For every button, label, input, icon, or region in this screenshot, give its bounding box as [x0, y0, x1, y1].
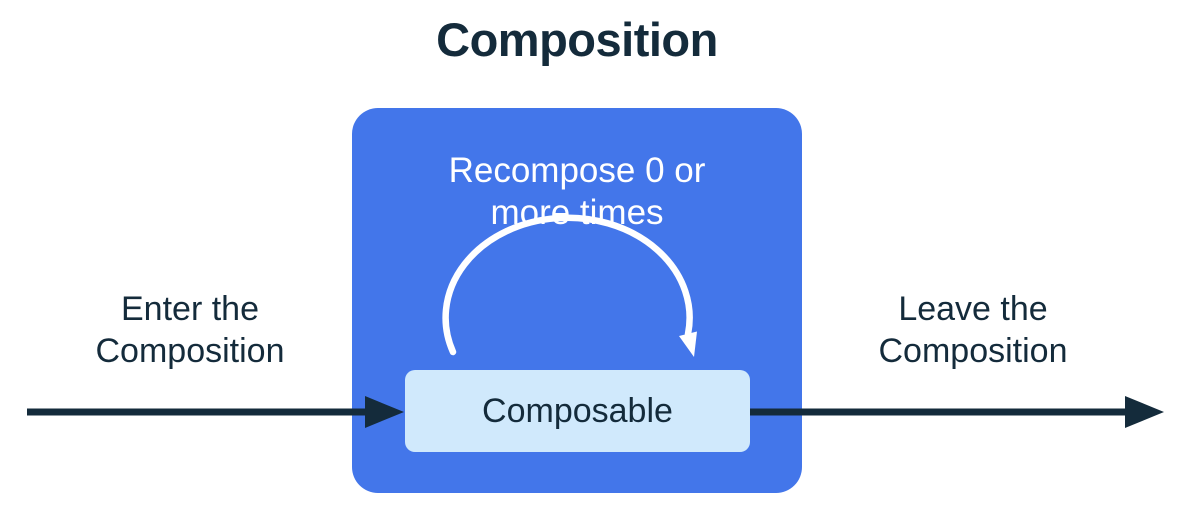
- leave-arrow-arrowhead-icon: [1125, 396, 1164, 428]
- leave-composition-label: Leave the Composition: [823, 288, 1123, 372]
- composition-box: Recompose 0 or more times Composable: [352, 108, 802, 493]
- enter-label-line2: Composition: [95, 332, 285, 370]
- recompose-arc-arrowhead-icon: [679, 331, 697, 357]
- composable-box: Composable: [405, 370, 750, 452]
- enter-label-line1: Enter the: [121, 290, 259, 328]
- diagram-title: Composition: [436, 13, 718, 66]
- recompose-arc: [442, 214, 693, 356]
- enter-composition-label: Enter the Composition: [40, 288, 340, 372]
- recompose-label-line1: Recompose 0 or: [448, 151, 706, 190]
- enter-arrow-arrowhead-icon: [365, 396, 404, 428]
- leave-label-line2: Composition: [878, 332, 1068, 370]
- composable-label: Composable: [482, 391, 673, 430]
- leave-label-line1: Leave the: [898, 290, 1048, 328]
